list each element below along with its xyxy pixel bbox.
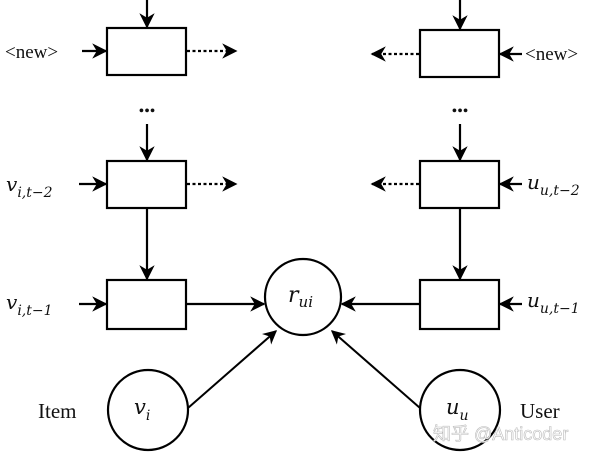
user-side-label: User: [520, 399, 560, 423]
user-latent-node: uu User: [330, 330, 560, 452]
rating-node: rui: [263, 257, 343, 337]
item-state-box-new: [105, 26, 188, 77]
item-side-label: Item: [38, 399, 76, 423]
watermark: 知乎 @Anticoder: [433, 424, 568, 444]
user-column: ••• <new> uu,t−2 uu,t−1: [340, 0, 580, 331]
item-column: ••• <new> vi,t−2 vi,t−1: [5, 0, 266, 331]
user-latent-circle: [418, 368, 502, 452]
item-ellipsis: •••: [139, 103, 156, 120]
user-state-box-t-1: [418, 278, 501, 331]
user-ellipsis: •••: [452, 103, 469, 120]
item-latent-node: vi Item: [38, 330, 278, 452]
item-state-box-t-1: [105, 278, 188, 331]
item-state-box-t-2: [105, 159, 188, 210]
user-input-t2-label: uu,t−2: [527, 170, 580, 199]
item-input-t2-label: vi,t−2: [6, 172, 53, 201]
user-input-t1-label: uu,t−1: [527, 288, 580, 317]
item-input-new-label: <new>: [5, 42, 58, 63]
arrow-item-latent-to-rating: [187, 330, 278, 409]
rating-circle: [263, 257, 343, 337]
arrow-user-latent-to-rating: [330, 330, 421, 409]
user-state-box-t-2: [418, 159, 501, 210]
item-latent-label: vi: [134, 395, 150, 424]
item-latent-circle: [106, 368, 190, 452]
rating-label: rui: [288, 283, 313, 311]
user-input-new-label: <new>: [525, 44, 578, 65]
user-latent-label: uu: [446, 395, 469, 424]
user-state-box-new: [418, 28, 501, 79]
item-input-t1-label: vi,t−1: [6, 290, 53, 319]
